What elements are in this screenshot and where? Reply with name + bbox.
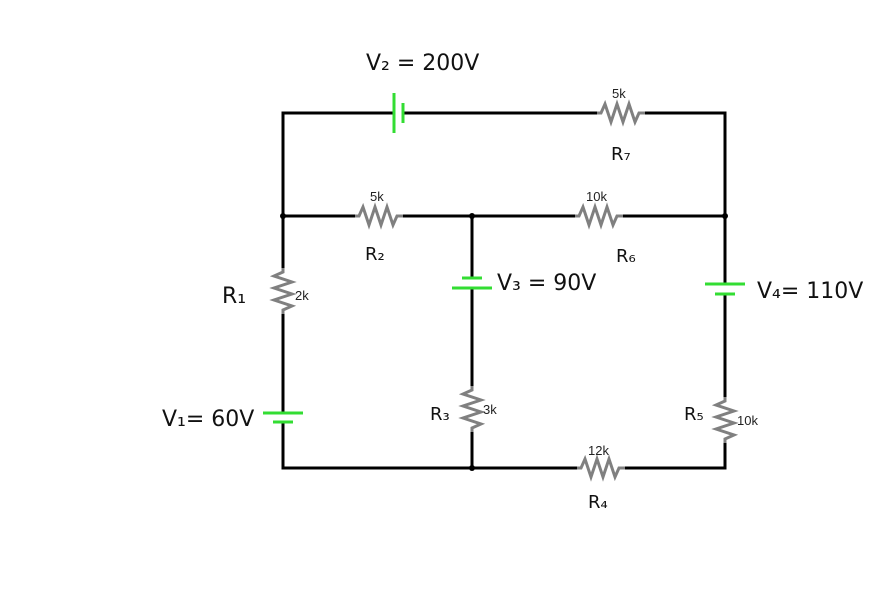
resistor-r5-label: R₅: [684, 404, 704, 425]
resistor-r7-value: 5k: [612, 86, 626, 101]
resistor-r7: 5k R₇: [597, 86, 645, 165]
resistor-r6: 10k R₆: [575, 189, 636, 267]
node-right-mid: [722, 213, 728, 219]
resistor-r5-zigzag: [711, 397, 739, 443]
wires: [281, 111, 727, 470]
resistor-r3-label: R₃: [430, 404, 450, 425]
voltage-source-v3-label: V₃ = 90V: [497, 271, 596, 296]
resistor-r2: 5k R₂: [355, 189, 403, 265]
resistor-r4-zigzag: [577, 454, 625, 482]
junction-nodes: [280, 213, 728, 471]
voltage-source-v4-label: V₄= 110V: [757, 279, 863, 304]
resistor-r1-zigzag: [269, 268, 297, 314]
resistor-r6-value: 10k: [586, 189, 607, 204]
resistor-r1-label: R₁: [222, 284, 246, 309]
resistor-r5-value: 10k: [737, 413, 758, 428]
resistor-r3: 3k R₃: [430, 386, 497, 432]
resistor-r7-zigzag: [597, 99, 645, 127]
resistor-r5: 10k R₅: [684, 397, 758, 443]
resistor-r1-value: 2k: [295, 288, 309, 303]
resistor-r4: 12k R₄: [577, 443, 625, 513]
resistor-r6-zigzag: [575, 202, 623, 230]
voltage-source-v3: V₃ = 90V: [452, 271, 596, 296]
resistor-r2-value: 5k: [370, 189, 384, 204]
resistor-r6-label: R₆: [616, 246, 636, 267]
resistor-r4-value: 12k: [588, 443, 609, 458]
node-center-bottom: [469, 465, 475, 471]
resistor-r2-zigzag: [355, 202, 403, 230]
voltage-source-v1: V₁= 60V: [162, 407, 303, 432]
voltage-source-v2: V₂ = 200V: [366, 51, 479, 133]
voltage-source-v1-label: V₁= 60V: [162, 407, 254, 432]
resistor-r2-label: R₂: [365, 244, 385, 265]
node-center-mid: [469, 213, 475, 219]
resistor-r3-value: 3k: [483, 402, 497, 417]
resistor-r1: 2k R₁: [222, 268, 309, 314]
node-left-mid: [280, 213, 286, 219]
voltage-source-v2-label: V₂ = 200V: [366, 51, 479, 76]
resistor-r4-label: R₄: [588, 492, 608, 513]
resistor-r3-zigzag: [458, 386, 486, 432]
resistor-r7-label: R₇: [611, 144, 631, 165]
voltage-source-v4: V₄= 110V: [705, 279, 863, 304]
